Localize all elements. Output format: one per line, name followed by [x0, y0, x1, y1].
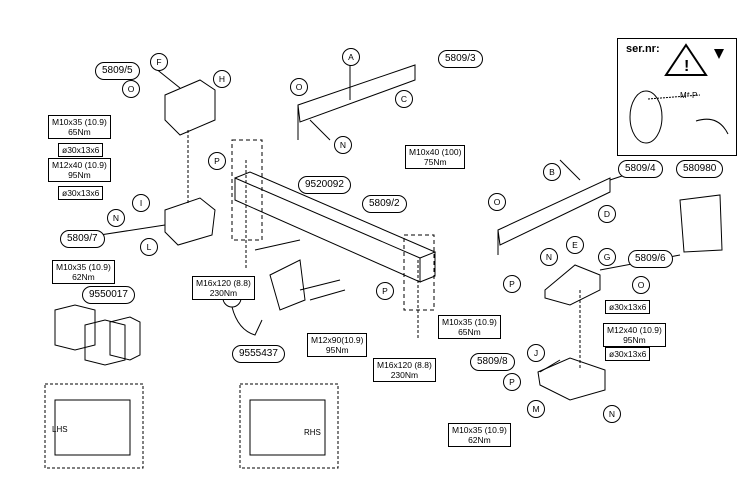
- part-label-5809-6: 5809/6: [628, 250, 673, 268]
- torque-label: M10x40 (100) 75Nm: [405, 145, 466, 169]
- callout-j: J: [527, 344, 545, 362]
- part-label-5809-8: 5809/8: [470, 353, 515, 371]
- bracket-5809-4: [497, 177, 611, 246]
- callout-l: L: [140, 238, 158, 256]
- part-label-5809-5: 5809/5: [95, 62, 140, 80]
- callout-a: A: [342, 48, 360, 66]
- wiring-kit: [679, 194, 723, 253]
- bracket-5809-6: [544, 264, 601, 306]
- torque-label: M10x35 (10.9) 65Nm: [48, 115, 111, 139]
- callout-b: B: [543, 163, 561, 181]
- torque-label: M16x120 (8.8) 230Nm: [192, 276, 255, 300]
- callout-e: E: [566, 236, 584, 254]
- bracket-5809-5: [164, 79, 216, 136]
- callout-p: P: [208, 152, 226, 170]
- bracket-5809-3: [297, 64, 416, 123]
- serial-marker: M* P: [680, 91, 698, 100]
- callout-i: I: [132, 194, 150, 212]
- dashed-box-left: [231, 139, 263, 241]
- lhs-label: LHS: [52, 425, 68, 434]
- callout-p: P: [503, 373, 521, 391]
- bracket-5809-8: [537, 357, 606, 401]
- callout-g: G: [598, 248, 616, 266]
- washer-label: ø30x13x6: [605, 300, 651, 314]
- callout-f: F: [150, 53, 168, 71]
- bracket-5809-7: [164, 197, 216, 246]
- callout-n: N: [540, 248, 558, 266]
- torque-label: M10x35 (10.9) 62Nm: [448, 423, 511, 447]
- callout-n: N: [334, 136, 352, 154]
- rhs-panel: [239, 383, 339, 469]
- callout-o: O: [290, 78, 308, 96]
- torque-label: M10x35 (10.9) 65Nm: [438, 315, 501, 339]
- part-label-5809-7: 5809/7: [60, 230, 105, 248]
- callout-p: P: [503, 275, 521, 293]
- part-label-9550017: 9550017: [82, 286, 135, 304]
- washer-label: ø30x13x6: [58, 143, 104, 157]
- serial-warning-panel: ser.nr: ! M* P: [617, 38, 737, 156]
- callout-d: D: [598, 205, 616, 223]
- callout-n: N: [107, 209, 125, 227]
- crossbar-top: [234, 171, 437, 259]
- warning-icon: !: [629, 43, 729, 144]
- callout-n: N: [603, 405, 621, 423]
- callout-h: H: [213, 70, 231, 88]
- svg-text:!: !: [684, 58, 689, 75]
- callout-m: M: [527, 400, 545, 418]
- part-label-9555437: 9555437: [232, 345, 285, 363]
- part-label-5809-3: 5809/3: [438, 50, 483, 68]
- tow-neck: [269, 259, 306, 311]
- serial-number-title: ser.nr:: [626, 43, 660, 55]
- torque-label: M16x120 (8.8) 230Nm: [373, 358, 436, 382]
- torque-label: M12x40 (10.9) 95Nm: [48, 158, 111, 182]
- callout-p: P: [376, 282, 394, 300]
- rhs-label: RHS: [304, 428, 321, 437]
- callout-c: C: [395, 90, 413, 108]
- washer-label: ø30x13x6: [58, 186, 104, 200]
- lhs-panel: [44, 383, 144, 469]
- torque-label: M10x35 (10.9) 62Nm: [52, 260, 115, 284]
- torque-label: M12x40 (10.9) 95Nm: [603, 323, 666, 347]
- spacer-block: [54, 304, 96, 351]
- washer-label: ø30x13x6: [605, 347, 651, 361]
- callout-o: O: [122, 80, 140, 98]
- callout-o: O: [488, 193, 506, 211]
- part-label-5809-4: 5809/4: [618, 160, 663, 178]
- part-label-5809-2: 5809/2: [362, 195, 407, 213]
- callout-o: O: [632, 276, 650, 294]
- dashed-box-right: [403, 234, 435, 311]
- torque-label: M12x90(10.9) 95Nm: [307, 333, 368, 357]
- part-label-580980: 580980: [676, 160, 724, 178]
- part-label-9520092: 9520092: [298, 176, 351, 194]
